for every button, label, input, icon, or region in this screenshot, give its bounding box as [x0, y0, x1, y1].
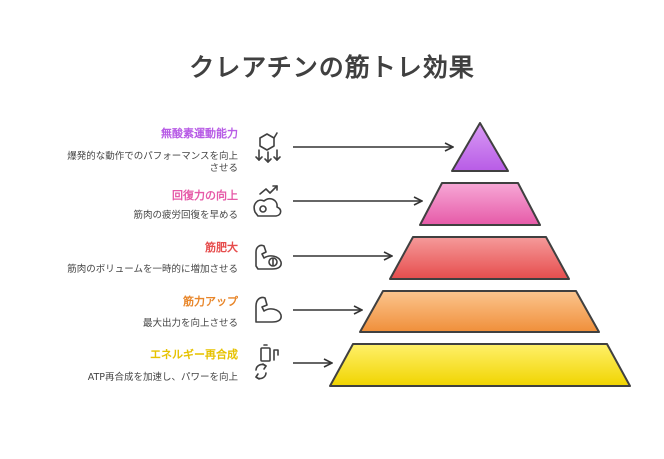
level-2-title: 回復力の向上 — [172, 189, 238, 202]
pyramid-layer-1 — [451, 122, 509, 172]
level-2-desc-line-1: 筋肉の疲労回復を早める — [133, 210, 238, 221]
energy-cycle-icon — [255, 344, 279, 380]
flexed-arm-icon — [255, 296, 282, 323]
pyramid-layer-4 — [359, 290, 600, 333]
pyramid-layer-2 — [419, 182, 541, 226]
level-5-desc: ATP再合成を加速し、パワーを向上 — [88, 372, 238, 384]
diagram-title: クレアチンの筋トレ効果 — [189, 53, 475, 82]
level-4-desc: 最大出力を向上させる — [143, 318, 238, 330]
level-1-desc-line-1: 爆発的な動作でのパフォーマンスを向上 — [67, 151, 238, 162]
level-3-desc-line-1: 筋肉のボリュームを一時的に増加させる — [67, 264, 238, 275]
level-3-desc: 筋肉のボリュームを一時的に増加させる — [67, 264, 238, 276]
pyramid-layer-3 — [389, 236, 570, 280]
level-4-desc-line-1: 最大出力を向上させる — [142, 318, 238, 329]
molecule-arrows-icon — [255, 132, 281, 163]
level-5-title: エネルギー再合成 — [150, 348, 238, 361]
level-1-desc-line-2: させる — [209, 163, 238, 174]
level-1-title: 無酸素運動能力 — [161, 127, 238, 140]
recovery-muscle-icon — [253, 185, 282, 217]
level-3-title: 筋肥大 — [205, 241, 238, 254]
level-4-title: 筋力アップ — [183, 295, 238, 308]
level-2-desc: 筋肉の疲労回復を早める — [133, 210, 238, 222]
pyramid-layer-5 — [329, 343, 631, 387]
level-5-desc-line-1: ATP再合成を加速し、パワーを向上 — [87, 372, 238, 383]
level-1-desc: 爆発的な動作でのパフォーマンスを向上 させる — [67, 151, 238, 175]
flexed-arm-dollar-icon — [255, 244, 282, 270]
